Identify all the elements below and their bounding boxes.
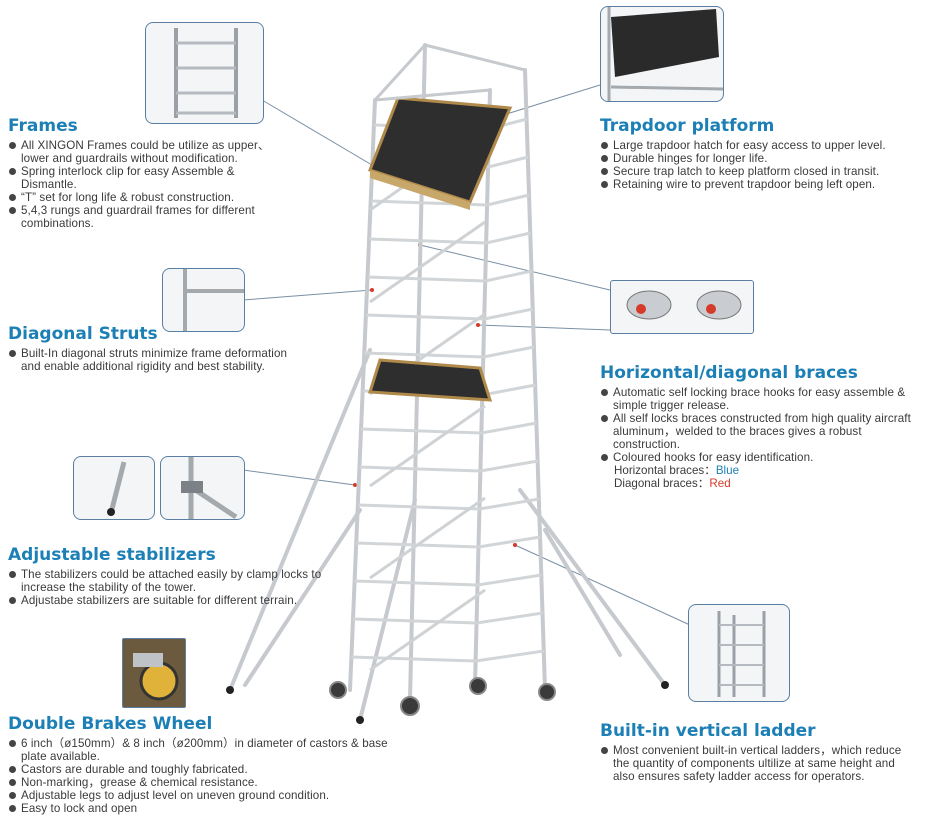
ladder-bullet: Most convenient built-in vertical ladder…	[600, 744, 915, 783]
wheel-title: Double Brakes Wheel	[8, 714, 213, 734]
frames-title: Frames	[8, 116, 78, 136]
stabilizers-title: Adjustable stabilizers	[8, 545, 216, 565]
stabilizers-bullet: Adjustabe stabilizers are suitable for d…	[8, 594, 343, 607]
wheel-section: Double Brakes Wheel 6 inch（ø150mm）& 8 in…	[8, 714, 398, 815]
diagonal-strut-photo	[162, 268, 245, 332]
vertical-ladder-photo	[688, 604, 790, 702]
frames-bullet: 5,4,3 rungs and guardrail frames for dif…	[8, 204, 293, 230]
diagonal-braces-label: Diagonal braces：	[614, 477, 710, 490]
ladder-section: Built-in vertical ladder Most convenient…	[600, 721, 915, 783]
trapdoor-bullet: Secure trap latch to keep platform close…	[600, 165, 925, 178]
braces-bullet: Coloured hooks for easy identification.	[600, 451, 920, 464]
trapdoor-bullet: Retaining wire to prevent trapdoor being…	[600, 178, 925, 191]
frames-bullet: All XINGON Frames could be utilize as up…	[8, 139, 293, 165]
trapdoor-section: Trapdoor platform Large trapdoor hatch f…	[600, 116, 925, 191]
stabilizer-foot-photo	[73, 456, 155, 520]
braces-title: Horizontal/diagonal braces	[600, 363, 858, 383]
wheel-bullet: Non-marking，grease & chemical resistance…	[8, 776, 398, 789]
ladder-title: Built-in vertical ladder	[600, 721, 816, 741]
diagonal-struts-section: Diagonal Struts Built-In diagonal struts…	[8, 324, 308, 373]
wheel-bullet: Adjustable legs to adjust level on uneve…	[8, 789, 398, 802]
horizontal-braces-color: Blue	[715, 464, 740, 477]
trapdoor-bullet: Large trapdoor hatch for easy access to …	[600, 139, 925, 152]
frames-bullet: Spring interlock clip for easy Assemble …	[8, 165, 293, 191]
horizontal-braces-line: Horizontal braces：Blue	[614, 464, 920, 477]
brake-wheel-photo	[122, 638, 186, 708]
stabilizers-section: Adjustable stabilizers The stabilizers c…	[8, 545, 343, 607]
frames-section: Frames All XINGON Frames could be utiliz…	[8, 116, 293, 230]
trapdoor-photo	[600, 6, 724, 102]
diagonal-bullet: Built-In diagonal struts minimize frame …	[8, 347, 308, 373]
diagonal-struts-title: Diagonal Struts	[8, 324, 158, 344]
braces-bullet: Automatic self locking brace hooks for e…	[600, 386, 920, 412]
wheel-bullet: Castors are durable and toughly fabricat…	[8, 763, 398, 776]
braces-section: Horizontal/diagonal braces Automatic sel…	[600, 363, 920, 490]
horizontal-braces-label: Horizontal braces：	[614, 464, 716, 477]
trapdoor-bullet: Durable hinges for longer life.	[600, 152, 925, 165]
frames-bullet: “T” set for long life & robust construct…	[8, 191, 293, 204]
braces-bullet: All self locks braces constructed from h…	[600, 412, 920, 451]
brace-hook-photo	[610, 280, 754, 334]
wheel-bullet: Easy to lock and open	[8, 802, 398, 815]
stabilizers-bullet: The stabilizers could be attached easily…	[8, 568, 343, 594]
diagonal-braces-color: Red	[709, 477, 731, 490]
trapdoor-title: Trapdoor platform	[600, 116, 775, 136]
frame-photo	[145, 22, 264, 124]
diagonal-braces-line: Diagonal braces：Red	[614, 477, 920, 490]
stabilizer-clamp-photo	[160, 456, 245, 520]
wheel-bullet: 6 inch（ø150mm）& 8 inch（ø200mm）in diamete…	[8, 737, 398, 763]
scaffold-tower-illustration	[226, 43, 669, 724]
